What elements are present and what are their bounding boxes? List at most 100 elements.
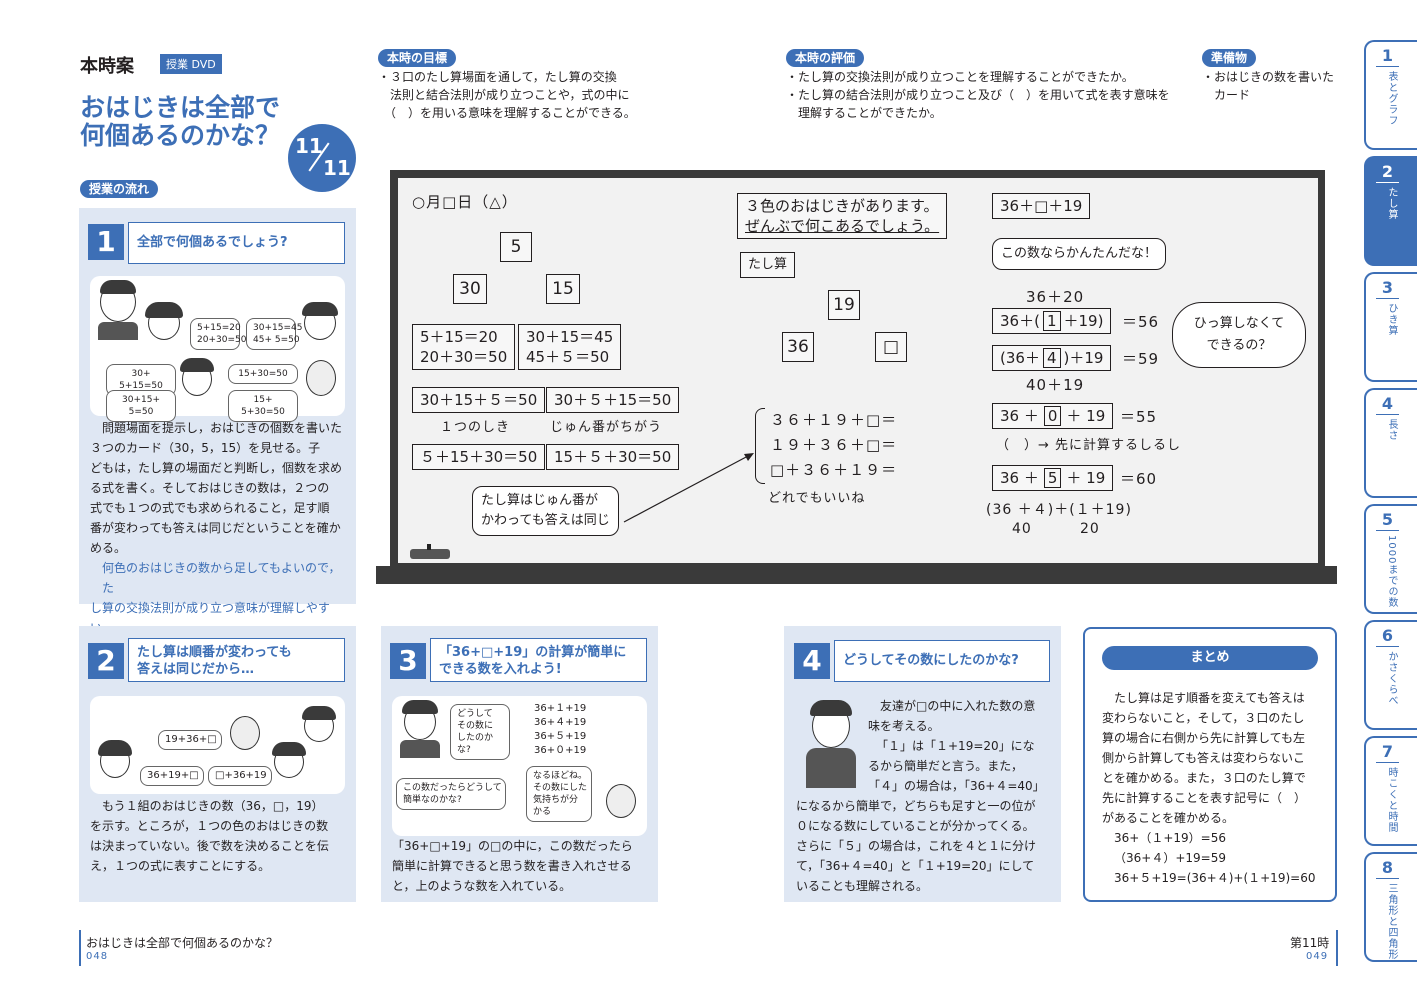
eq-part: )＋19 [1063,349,1104,367]
board-any-ok: どれでもいいね [768,491,866,506]
split-b: 20 [1080,521,1100,537]
tab-label: 表とグラフ [1386,71,1397,126]
speech-bubble: 30+15=45 45+ 5=50 [246,318,302,350]
tab-label: たし算 [1386,187,1397,220]
evaluation-line: 理解することができたか。 [786,106,942,120]
lesson-title-1: おはじきは全部で [80,93,281,122]
tab-label: 長さ [1386,419,1397,441]
problem-box: ３色のおはじきがあります。 ぜんぶで何こあるでしょう。 [737,193,948,239]
footer-rule-left [79,930,81,966]
bubble-text: 30+15+ 5=50 [122,395,160,417]
hair [100,280,136,294]
goal-line: （ ）を用いる意味を理解することができる。 [378,106,636,120]
note-line: かわっても答えは同じ [481,513,610,528]
speech-bubble: なるほどね。 その数にした 気持ちが分 かる [526,766,592,822]
bubble-text: 15+30=50 [238,369,288,379]
number-card: 30 [453,274,487,304]
tab-number: 5 [1376,510,1399,531]
hair [402,700,438,714]
step3-text: 「36+□+19」の□の中に，この数だったら 簡単に計算できると思う数を書き入れ… [392,836,650,896]
number-card: 15 [546,274,580,304]
paren-note: （ ）→ 先に計算するしるし [996,438,1182,453]
text-line: 味を考える。 [868,719,940,733]
arrow-head [744,453,754,461]
formula: □＋３６＋１９＝ [770,461,898,479]
summary-label: まとめ [1102,646,1318,670]
expression: 36+５+19 [534,731,587,742]
tashizan-box: たし算 [740,252,796,278]
bubble-text: 19+36+□ [165,734,217,745]
text-line: さらに「５」の場合は，これを４と１に分け [796,839,1037,853]
eraser-handle [427,544,431,550]
board-note: たし算はじゅん番が かわっても答えは同じ [472,486,619,536]
equation-box: (36＋4)＋19 [992,345,1112,371]
step2-illustration: 19+36+□ 36+19+□ □+36+19 [90,696,345,794]
tab-number: 2 [1376,162,1399,183]
tab-chapter-1[interactable]: 1 表とグラフ [1364,40,1417,150]
equation-box: 36 ＋0＋ 19 [992,403,1114,429]
step1-illustration: 5+15=20 20+30=50 30+15=45 45+ 5=50 30+ 5… [90,276,345,422]
speech-bubble: どうして その数に したのか な? [450,704,510,760]
formula: １９＋３６＋□＝ [770,436,898,454]
speech-bubble: この数だったらどうして 簡単なのかな? [396,778,506,810]
footer-page-right: 049 [1306,951,1329,962]
hair [810,700,852,716]
step4-text: 友達が□の中に入れた数の意 味を考える。 「１」は「１+19=20」にな るから… [796,696,1054,896]
expression-list: 36+１+19 36+４+19 36+５+19 36+０+19 [534,702,586,758]
speech-bubble: □+36+19 [208,766,272,786]
expression-box: ５＋15＋30＝50 [412,444,546,470]
hair [302,706,336,720]
board-label-one-expression: １つのしき [440,420,511,435]
number-card: □ [875,332,907,362]
eq-part: ＋19) [1063,312,1104,330]
equation-result: ＝60 [1120,470,1158,488]
sum-bottom: 40＋19 [1026,376,1085,394]
text-line: 簡単に計算できると思う数を書き入れさせる [392,859,632,873]
tab-number: 8 [1376,858,1399,879]
board-label-order: じゅん番がちがう [550,420,663,435]
tab-chapter-2[interactable]: 2 たし算 [1364,156,1417,266]
flow-label: 授業の流れ [80,180,159,198]
text-line: る式を書く。そしておはじきの数は，２つの [90,481,330,495]
arrow-line [623,455,749,523]
dvd-badge: 授業 DVD [160,54,222,74]
hair [98,740,132,756]
target-expression: 36＋□＋19 [992,193,1091,219]
text-line: 側から計算しても答えは変わらないこ [1102,751,1306,765]
step4-question: どうしてその数にしたのかな? [834,640,1050,682]
expression-box: 30＋５＋15＝50 [546,387,680,413]
prep-text: ・おはじきの数を書いた カード [1202,68,1352,104]
bubble-text: □+36+19 [215,770,267,781]
hair [180,358,214,372]
expression-box: 15＋５＋30＝50 [546,444,680,470]
eq-part: ＋ 19 [1066,469,1106,487]
bubble-text: 15+ 5+30=50 [241,395,285,417]
evaluation-label: 本時の評価 [786,49,865,67]
hair [302,302,338,316]
equation-result: ＝56 [1122,313,1160,331]
board-date: ○月□日（△） [412,193,518,211]
equation-box: 36 ＋5＋ 19 [992,465,1114,491]
sum-top: 36＋20 [1026,288,1085,306]
tab-number: 1 [1376,46,1399,67]
text-line: とを確かめる。また，３口のたし算で [1102,771,1306,785]
thought-line: ひっ算しなくて [1193,316,1285,331]
footer-rule-right [1336,930,1338,966]
evaluation-line: ・たし算の交換法則が成り立つことを理解することができたか。 [786,70,1134,84]
question-line: たし算は順番が変わっても [137,645,292,660]
expression-box: 30＋15＝45 45＋５＝50 [518,324,622,370]
question-line: 答えは同じだから… [137,662,255,677]
step3-illustration: どうして その数に したのか な? 36+１+19 36+４+19 36+５+1… [392,696,647,836]
speech-bubble: 15+30=50 [228,364,298,384]
arrow-connector [623,453,754,523]
tab-number: 7 [1376,742,1399,763]
speech-bubble: 30+15+ 5=50 [106,390,176,422]
text-line: たし算は足す順番を変えても答えは [1114,691,1305,705]
step2-number: 2 [88,643,124,679]
